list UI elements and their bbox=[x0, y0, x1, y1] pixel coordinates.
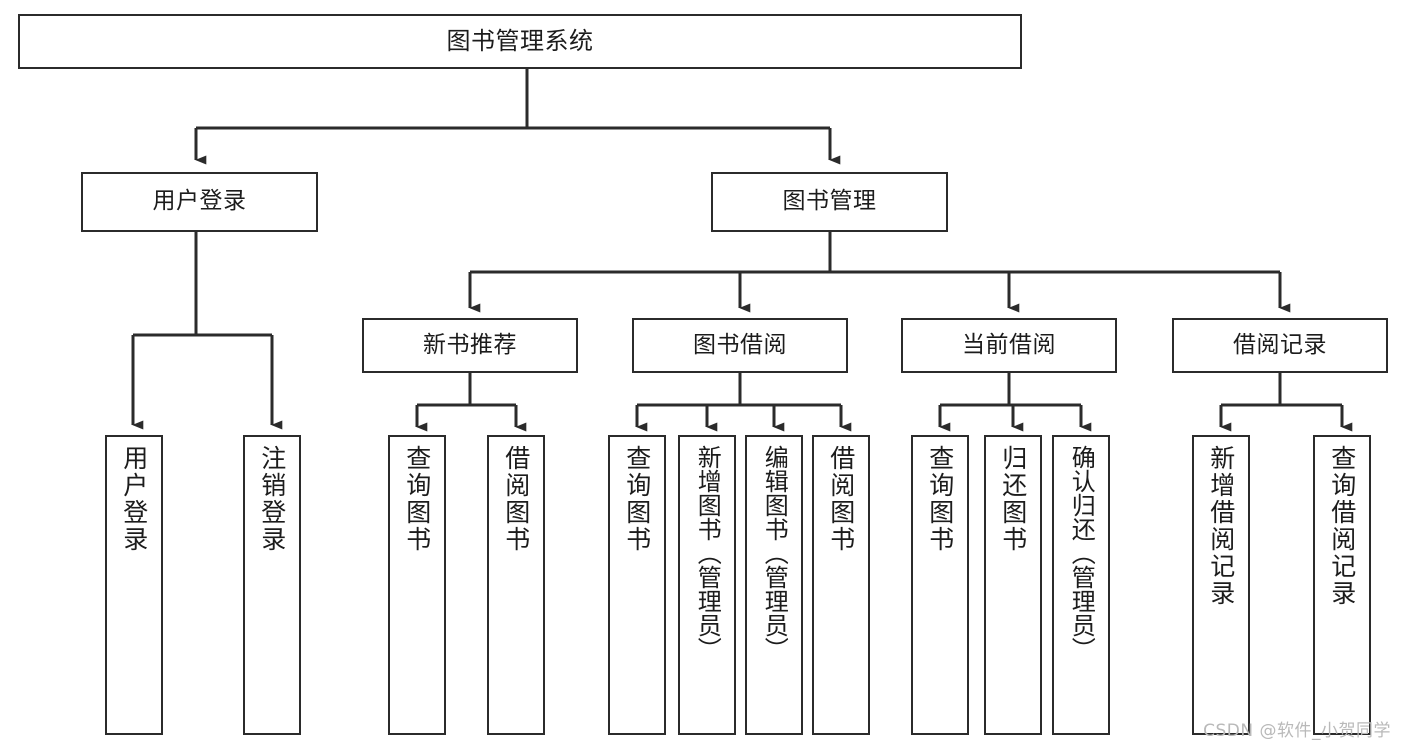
node-leaf-confirm-return[interactable]: 确认归还（管理员） bbox=[1052, 435, 1110, 735]
node-user-login[interactable]: 用户登录 bbox=[81, 172, 318, 232]
node-leaf-edit-book[interactable]: 编辑图书（管理员） bbox=[745, 435, 803, 735]
node-root[interactable]: 图书管理系统 bbox=[18, 14, 1022, 69]
node-current-borrow-label: 当前借阅 bbox=[962, 331, 1056, 358]
csdn-watermark: CSDN @软件_小贺同学 bbox=[1203, 721, 1391, 741]
node-leaf-edit-book-label: 编辑图书（管理员） bbox=[760, 445, 789, 661]
node-leaf-return-book-label: 归还图书 bbox=[998, 445, 1028, 553]
node-leaf-confirm-return-label: 确认归还（管理员） bbox=[1067, 445, 1096, 661]
node-current-borrow[interactable]: 当前借阅 bbox=[901, 318, 1117, 373]
node-leaf-borrow-book-2[interactable]: 借阅图书 bbox=[812, 435, 870, 735]
node-borrow-record-label: 借阅记录 bbox=[1233, 331, 1327, 358]
node-book-borrow[interactable]: 图书借阅 bbox=[632, 318, 848, 373]
node-leaf-user-login-label: 用户登录 bbox=[119, 445, 149, 553]
node-leaf-add-record[interactable]: 新增借阅记录 bbox=[1192, 435, 1250, 735]
node-root-label: 图书管理系统 bbox=[446, 27, 594, 56]
node-borrow-record[interactable]: 借阅记录 bbox=[1172, 318, 1388, 373]
node-leaf-query-book-1[interactable]: 查询图书 bbox=[388, 435, 446, 735]
node-leaf-logout-label: 注销登录 bbox=[257, 445, 287, 553]
node-leaf-user-login[interactable]: 用户登录 bbox=[105, 435, 163, 735]
node-leaf-query-book-2-label: 查询图书 bbox=[622, 445, 652, 553]
node-leaf-borrow-book-2-label: 借阅图书 bbox=[826, 445, 856, 553]
node-leaf-borrow-book-1[interactable]: 借阅图书 bbox=[487, 435, 545, 735]
node-leaf-logout[interactable]: 注销登录 bbox=[243, 435, 301, 735]
node-leaf-return-book[interactable]: 归还图书 bbox=[984, 435, 1042, 735]
node-new-book-recommend[interactable]: 新书推荐 bbox=[362, 318, 578, 373]
node-book-manage[interactable]: 图书管理 bbox=[711, 172, 948, 232]
node-leaf-borrow-book-1-label: 借阅图书 bbox=[501, 445, 531, 553]
node-leaf-query-book-2[interactable]: 查询图书 bbox=[608, 435, 666, 735]
node-leaf-query-book-3-label: 查询图书 bbox=[925, 445, 955, 553]
node-leaf-add-record-label: 新增借阅记录 bbox=[1206, 445, 1236, 607]
node-user-login-label: 用户登录 bbox=[152, 188, 247, 215]
node-leaf-query-book-3[interactable]: 查询图书 bbox=[911, 435, 969, 735]
node-new-book-recommend-label: 新书推荐 bbox=[423, 331, 517, 358]
node-leaf-query-record-label: 查询借阅记录 bbox=[1327, 445, 1357, 607]
node-leaf-add-book-label: 新增图书（管理员） bbox=[693, 445, 722, 661]
node-book-borrow-label: 图书借阅 bbox=[693, 331, 787, 358]
node-leaf-add-book[interactable]: 新增图书（管理员） bbox=[678, 435, 736, 735]
node-book-manage-label: 图书管理 bbox=[782, 188, 877, 215]
node-leaf-query-record[interactable]: 查询借阅记录 bbox=[1313, 435, 1371, 735]
node-leaf-query-book-1-label: 查询图书 bbox=[402, 445, 432, 553]
